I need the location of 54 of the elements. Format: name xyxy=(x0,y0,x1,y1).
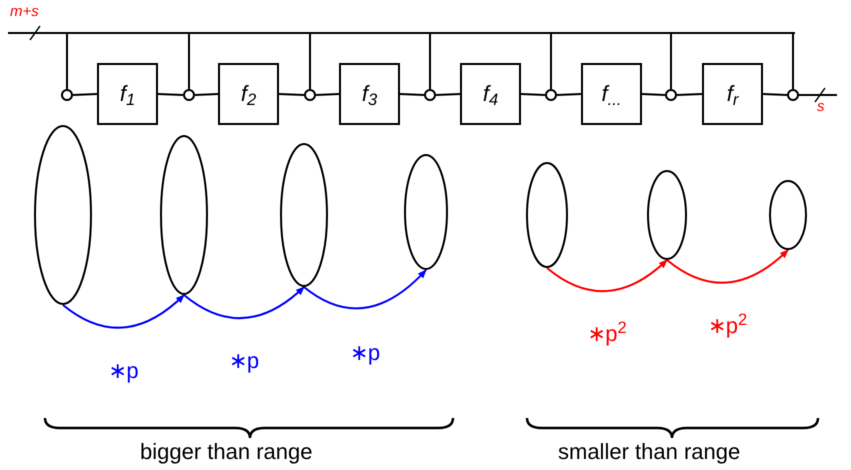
function-label: f$_{1}$ xyxy=(120,83,136,105)
function-box xyxy=(702,63,763,125)
wire xyxy=(188,33,190,89)
bus-wire xyxy=(8,32,795,34)
function-label: f$_{2}$ xyxy=(240,83,256,105)
wire xyxy=(799,94,837,96)
edge-label: ∗p xyxy=(108,360,139,382)
function-box xyxy=(339,63,400,125)
function-label: f$_{r}$ xyxy=(726,83,738,105)
edge-label: ∗p xyxy=(228,350,260,372)
wire xyxy=(520,93,546,96)
wire xyxy=(676,93,702,96)
range-ellipse xyxy=(647,170,687,260)
wire xyxy=(550,33,552,89)
wire xyxy=(792,33,794,89)
range-ellipse xyxy=(769,180,807,250)
wire xyxy=(642,93,666,96)
range-ellipse xyxy=(280,143,328,287)
wire xyxy=(762,93,788,96)
edge-label: ∗p$^{2}$ xyxy=(708,315,748,337)
wire xyxy=(66,33,68,89)
wire xyxy=(400,93,424,96)
wire xyxy=(194,93,218,96)
function-box xyxy=(97,63,158,125)
curved-arrow xyxy=(546,259,668,292)
function-box xyxy=(218,63,279,125)
edge-label: ∗p xyxy=(350,342,380,364)
text-label: bigger than range xyxy=(140,441,312,463)
function-label: f$_{...}$ xyxy=(602,83,622,105)
curved-arrow xyxy=(183,286,305,319)
wire xyxy=(556,93,582,96)
wire xyxy=(309,33,311,89)
function-label: f$_{4}$ xyxy=(482,83,498,105)
wire xyxy=(316,93,340,96)
wire xyxy=(158,93,184,96)
range-ellipse xyxy=(160,135,208,295)
curved-arrow xyxy=(303,269,427,310)
text-label: s xyxy=(817,99,824,114)
curved-arrow xyxy=(62,294,185,329)
text-label: smaller than range xyxy=(558,441,740,463)
range-ellipse xyxy=(34,125,92,305)
edge-label: ∗p$^{2}$ xyxy=(587,323,627,345)
range-ellipse xyxy=(404,154,448,270)
wire xyxy=(278,93,304,96)
function-label: f$_{3}$ xyxy=(362,83,378,105)
wire xyxy=(436,93,460,96)
range-ellipse xyxy=(526,162,568,268)
wire xyxy=(429,33,431,89)
text-label: m+s xyxy=(10,4,39,19)
function-box xyxy=(581,63,642,125)
wire xyxy=(670,33,672,89)
wire xyxy=(72,93,98,96)
function-box xyxy=(460,63,521,125)
curved-arrow xyxy=(666,249,789,284)
